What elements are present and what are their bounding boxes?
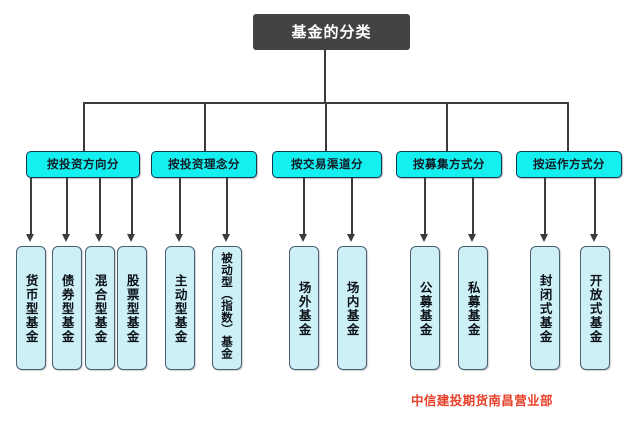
category-label: 按投资方向分 <box>47 156 119 171</box>
category-label: 按募集方式分 <box>413 156 485 171</box>
arrow-head-icon <box>299 234 307 242</box>
root-node-label: 基金的分类 <box>291 22 372 41</box>
leaf-box-equity-fund[interactable]: 股票型基金 <box>117 246 147 370</box>
leaf-box-hybrid-fund[interactable]: 混合型基金 <box>85 246 115 370</box>
connector-bus-to-category-5 <box>567 102 569 151</box>
category-box-raising-method[interactable]: 按募集方式分 <box>396 151 502 178</box>
connector-category1-leaf2 <box>66 178 68 236</box>
category-box-operation-method[interactable]: 按运作方式分 <box>516 151 622 178</box>
leaf-box-open-end-fund[interactable]: 开放式基金 <box>580 246 610 370</box>
footer-branch-note: 中信建投期货南昌营业部 <box>411 393 553 408</box>
leaf-label: 被动型（指数）基金 <box>220 252 234 360</box>
connector-category5-leaf2 <box>594 178 596 236</box>
leaf-label: 货币型基金 <box>23 274 39 344</box>
leaf-box-public-fund[interactable]: 公募基金 <box>410 246 440 370</box>
leaf-box-closed-end-fund[interactable]: 封闭式基金 <box>530 246 560 370</box>
arrow-head-icon <box>468 234 476 242</box>
connector-category2-leaf1 <box>179 178 181 236</box>
arrow-head-icon <box>590 234 598 242</box>
leaf-label: 开放式基金 <box>587 274 603 344</box>
arrow-head-icon <box>62 234 70 242</box>
connector-bus-to-category-4 <box>446 102 448 151</box>
category-box-trading-channel[interactable]: 按交易渠道分 <box>272 151 382 178</box>
arrow-head-icon <box>222 234 230 242</box>
leaf-label: 场外基金 <box>296 281 312 337</box>
leaf-box-otc-fund[interactable]: 场外基金 <box>289 246 319 370</box>
connector-category3-leaf1 <box>303 178 305 236</box>
connector-category4-leaf1 <box>424 178 426 236</box>
category-label: 按运作方式分 <box>533 156 605 171</box>
leaf-box-exchange-traded-fund[interactable]: 场内基金 <box>337 246 367 370</box>
arrow-head-icon <box>26 234 34 242</box>
leaf-label: 股票型基金 <box>124 274 140 344</box>
arrow-head-icon <box>175 234 183 242</box>
arrow-head-icon <box>95 234 103 242</box>
root-node-fund-classification: 基金的分类 <box>253 14 410 50</box>
leaf-label: 场内基金 <box>344 281 360 337</box>
leaf-box-passive-index-fund[interactable]: 被动型（指数）基金 <box>212 246 242 370</box>
connector-category3-leaf2 <box>351 178 353 236</box>
category-label: 按投资理念分 <box>168 156 240 171</box>
arrow-head-icon <box>420 234 428 242</box>
category-label: 按交易渠道分 <box>291 156 363 171</box>
connector-bus-to-category-1 <box>83 102 85 151</box>
leaf-box-bond-fund[interactable]: 债券型基金 <box>52 246 82 370</box>
leaf-label: 私募基金 <box>465 281 481 337</box>
arrow-head-icon <box>127 234 135 242</box>
category-box-investment-direction[interactable]: 按投资方向分 <box>26 151 140 178</box>
leaf-label: 公募基金 <box>417 281 433 337</box>
connector-category1-leaf4 <box>131 178 133 236</box>
leaf-label: 主动型基金 <box>172 274 188 344</box>
connector-bus-to-category-3 <box>325 102 327 151</box>
leaf-box-private-fund[interactable]: 私募基金 <box>458 246 488 370</box>
connector-category1-leaf3 <box>99 178 101 236</box>
connector-category2-leaf2 <box>226 178 228 236</box>
category-box-investment-philosophy[interactable]: 按投资理念分 <box>151 151 257 178</box>
connector-category1-leaf1 <box>30 178 32 236</box>
connector-root-trunk <box>324 50 326 102</box>
arrow-head-icon <box>347 234 355 242</box>
arrow-head-icon <box>540 234 548 242</box>
leaf-label: 混合型基金 <box>92 274 108 344</box>
leaf-label: 封闭式基金 <box>537 274 553 344</box>
connector-category5-leaf1 <box>544 178 546 236</box>
leaf-box-active-fund[interactable]: 主动型基金 <box>165 246 195 370</box>
leaf-box-money-market-fund[interactable]: 货币型基金 <box>16 246 46 370</box>
leaf-label: 债券型基金 <box>59 274 75 344</box>
connector-bus-to-category-2 <box>204 102 206 151</box>
connector-category4-leaf2 <box>472 178 474 236</box>
